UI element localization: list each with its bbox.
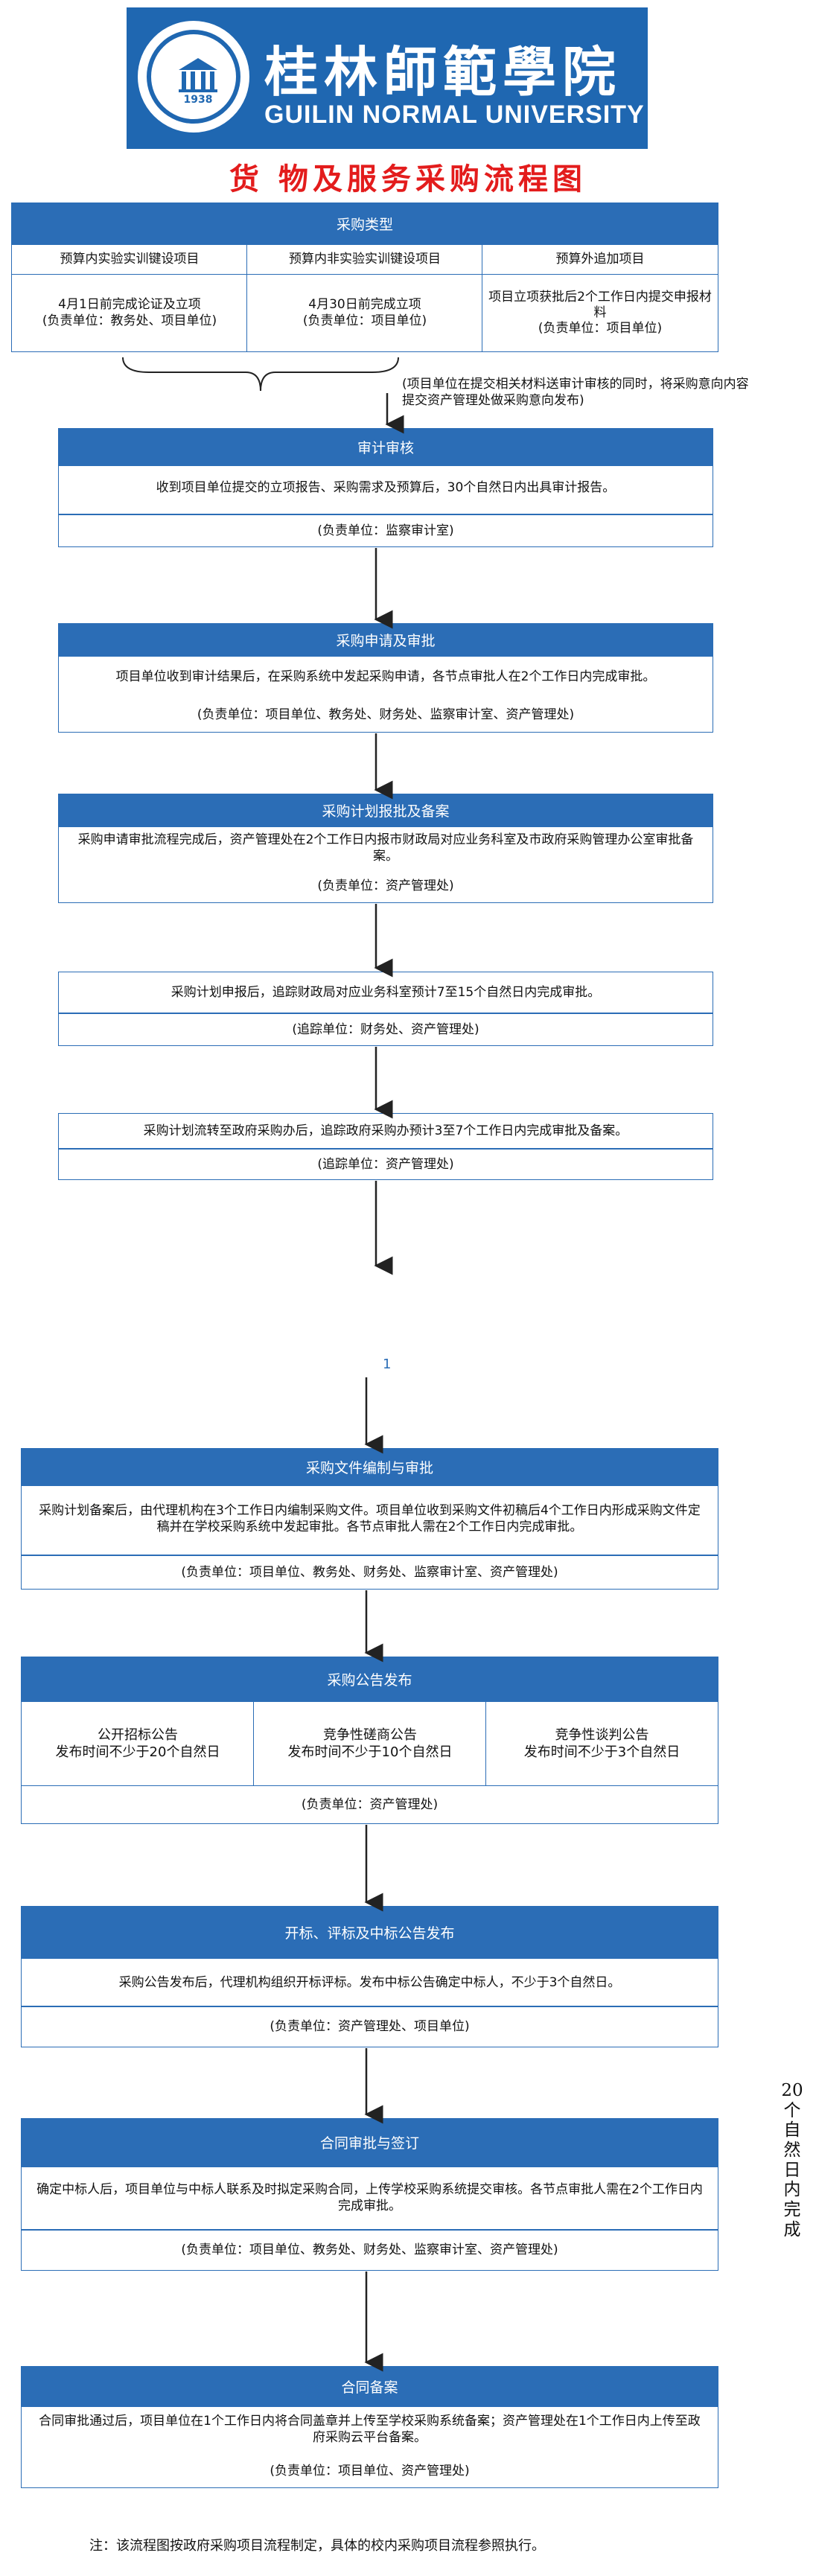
docs-text: 采购计划备案后，由代理机构在3个工作日内编制采购文件。项目单位收到采购文件初稿后… <box>39 1502 701 1534</box>
type-label-3: 预算外追加项目 <box>482 244 718 275</box>
docs-header: 采购文件编制与审批 <box>21 1448 718 1485</box>
filing-owner: (负责单位：项目单位、资产管理处) <box>270 2463 470 2478</box>
audit-header: 审计审核 <box>58 428 713 465</box>
bid-header: 开标、评标及中标公告发布 <box>21 1906 718 1958</box>
audit-owner: (负责单位：监察审计室) <box>317 523 454 538</box>
seal-ring: 1938 <box>147 30 240 124</box>
notice-owner-box <box>21 1785 718 1824</box>
page-title: 货 物及服务采购流程图 <box>229 162 587 197</box>
notice-cell-3: 竞争性谈判公告 发布时间不少于3个自然日 <box>485 1701 718 1787</box>
divider <box>21 2006 718 2007</box>
track1-owner: (追踪单位：财务处、资产管理处) <box>292 1021 479 1037</box>
audit-box <box>58 465 713 547</box>
apply-owner: (负责单位：项目单位、教务处、财务处、监察审计室、资产管理处) <box>197 707 575 722</box>
bid-box <box>21 1958 718 2047</box>
docs-owner: (负责单位：项目单位、教务处、财务处、监察审计室、资产管理处) <box>181 1564 558 1580</box>
plan-text: 采购申请审批流程完成后，资产管理处在2个工作日内报市财政局对应业务科室及市政府采… <box>77 832 694 864</box>
divider <box>58 1148 713 1150</box>
audit-text: 收到项目单位提交的立项报告、采购需求及预算后，30个自然日内出具审计报告。 <box>156 480 616 496</box>
type-label-2: 预算内非实验实训键设项目 <box>246 244 483 275</box>
bid-owner: (负责单位：资产管理处、项目单位) <box>270 2018 470 2034</box>
type-detail-3: 项目立项获批后2个工作日内提交申报材料 (负责单位：项目单位) <box>482 274 718 352</box>
apply-box <box>58 656 713 733</box>
contract-header: 合同审批与签订 <box>21 2118 718 2167</box>
contract-owner: (负责单位：项目单位、教务处、财务处、监察审计室、资产管理处) <box>181 2242 558 2257</box>
bid-text: 采购公告发布后，代理机构组织开标评标。发布中标公告确定中标人，不少于3个自然日。 <box>118 1974 621 1990</box>
track1-box <box>58 972 713 1046</box>
contract-text: 确定中标人后，项目单位与中标人联系及时拟定采购合同，上传学校采购系统提交审核。各… <box>36 2181 703 2213</box>
apply-header: 采购申请及审批 <box>58 623 713 656</box>
merge-bracket <box>122 357 399 392</box>
filing-text: 合同审批通过后，项目单位在1个工作日内将合同盖章并上传至学校采购系统备案；资产管… <box>39 2413 701 2445</box>
footer-note: 注：该流程图按政府采购项目流程制定，具体的校内采购项目流程参照执行。 <box>89 2538 545 2554</box>
school-seal-icon: 1938 <box>138 21 249 133</box>
page-number: 1 <box>383 1356 392 1372</box>
bracket-note: (项目单位在提交相关材料送审计审核的同时，将采购意向内容提交资产管理处做采购意向… <box>402 377 749 409</box>
divider <box>21 1555 718 1556</box>
notice-owner: (负责单位：资产管理处) <box>301 1796 439 1812</box>
track2-owner: (追踪单位：资产管理处) <box>317 1156 454 1172</box>
plan-box <box>58 826 713 903</box>
school-name-chinese: 桂林師範學院 <box>264 40 622 103</box>
track1-text: 采购计划申报后，追踪财政局对应业务科室预计7至15个自然日内完成审批。 <box>170 984 601 1000</box>
type-label-1: 预算内实验实训键设项目 <box>11 244 248 275</box>
type-detail-2: 4月30日前完成立项 (负责单位：项目单位) <box>246 274 483 352</box>
notice-header: 采购公告发布 <box>21 1657 718 1701</box>
plan-owner: (负责单位：资产管理处) <box>317 878 454 893</box>
plan-header: 采购计划报批及备案 <box>58 794 713 826</box>
contract-box <box>21 2167 718 2271</box>
filing-box <box>21 2406 718 2488</box>
docs-box <box>21 1485 718 1590</box>
filing-header: 合同备案 <box>21 2366 718 2406</box>
track2-box <box>58 1113 713 1180</box>
divider <box>21 2229 718 2231</box>
notice-cell-2: 竞争性磋商公告 发布时间不少于10个自然日 <box>253 1701 487 1787</box>
type-header: 采购类型 <box>11 203 718 244</box>
notice-cell-1: 公开招标公告 发布时间不少于20个自然日 <box>21 1701 255 1787</box>
gate-icon <box>179 58 217 92</box>
divider <box>58 514 713 515</box>
divider <box>58 1013 713 1014</box>
school-name-english: GUILIN NORMAL UNIVERSITY <box>264 101 645 129</box>
type-detail-1: 4月1日前完成论证及立项 (负责单位：教务处、项目单位) <box>11 274 248 352</box>
apply-text: 项目单位收到审计结果后，在采购系统中发起采购申请，各节点审批人在2个工作日内完成… <box>115 669 656 684</box>
seal-year: 1938 <box>183 94 213 106</box>
side-note: 20个自然日内完成 <box>781 2081 803 2239</box>
track2-text: 采购计划流转至政府采购办后，追踪政府采购办预计3至7个工作日内完成审批及备案。 <box>143 1123 628 1139</box>
